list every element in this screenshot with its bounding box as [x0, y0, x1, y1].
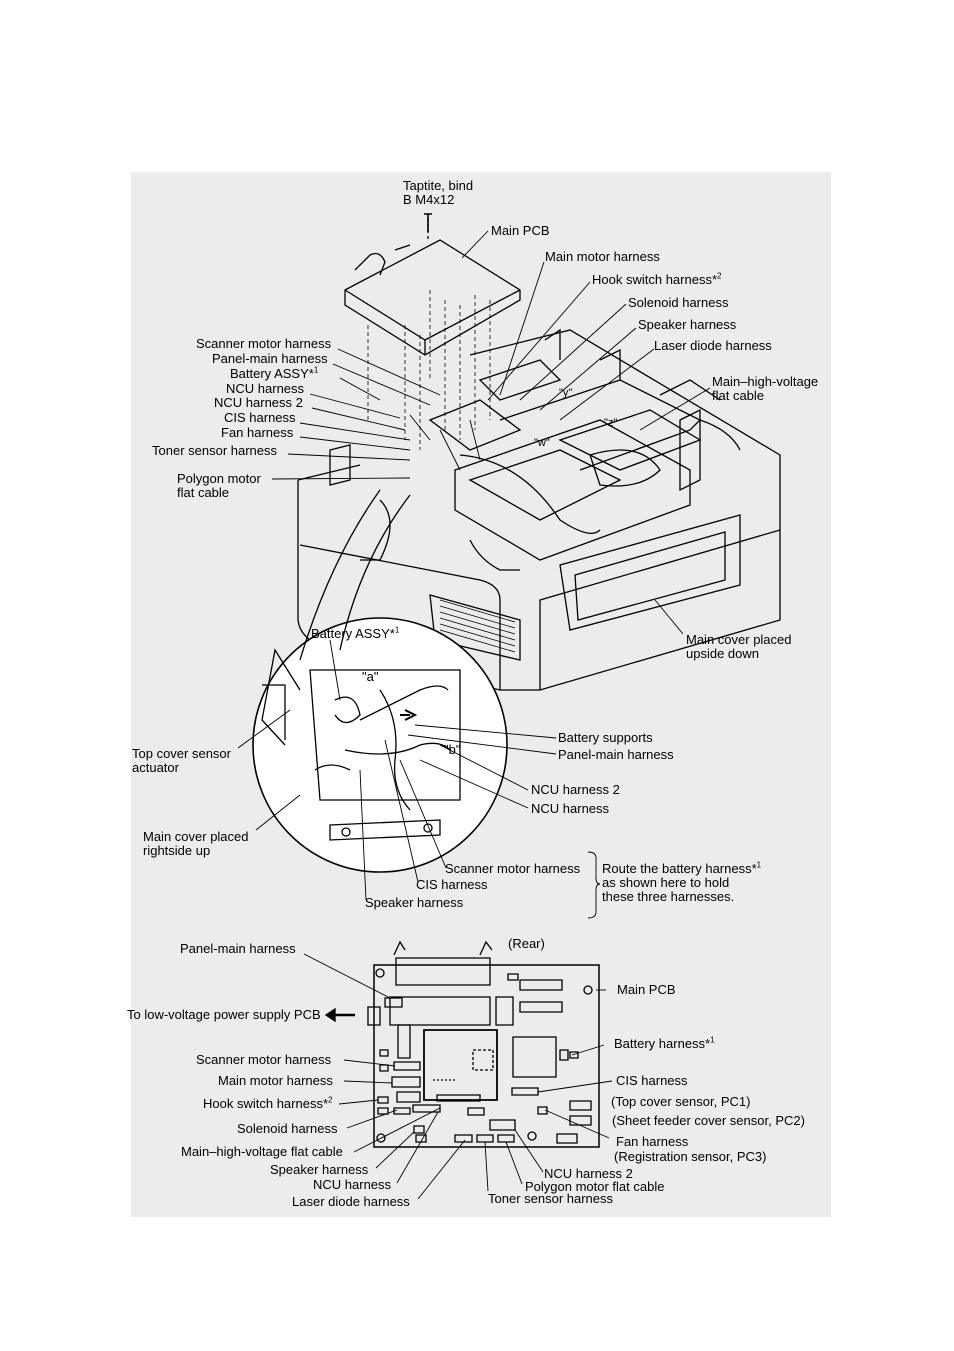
sheet-feeder-cover-sensor-pc2-label: (Sheet feeder cover sensor, PC2) [612, 1113, 805, 1128]
cis-harness-label: CIS harness [224, 410, 296, 425]
detail-ncu-harness-label: NCU harness [531, 801, 610, 816]
route-note-line3: these three harnesses. [602, 889, 735, 904]
detail-battery-assy-label: Battery ASSY*1 [311, 625, 400, 641]
pcb-polygon-motor-flat-cable-label: Polygon motor flat cable [525, 1179, 665, 1194]
top-cover-sensor-pc1-label: (Top cover sensor, PC1) [611, 1094, 751, 1109]
main-cover-down-line1: Main cover placed [686, 632, 792, 647]
point-z-label: "z" [604, 417, 618, 429]
main-motor-harness-label: Main motor harness [545, 249, 660, 264]
fan-harness-label: Fan harness [221, 425, 294, 440]
polygon-motor-line2: flat cable [177, 485, 230, 500]
solenoid-harness-label: Solenoid harness [628, 295, 729, 310]
main-high-voltage-flat-cable-label: Main–high-voltage flat cable [712, 375, 818, 403]
pcb-panel-main-harness-label: Panel-main harness [180, 941, 296, 956]
scanner-motor-harness-label: Scanner motor harness [196, 336, 332, 351]
ncu-harness-label: NCU harness [226, 381, 305, 396]
detail-speaker-harness-label: Speaker harness [365, 895, 464, 910]
route-battery-harness-note: Route the battery harness*1 as shown her… [602, 860, 762, 904]
pcb-main-motor-harness-label: Main motor harness [218, 1073, 333, 1088]
screw-label: Taptite, bind B M4x12 [403, 179, 473, 207]
top-cover-actuator-line2: actuator [132, 760, 179, 775]
pcb-cis-harness-label: CIS harness [616, 1073, 688, 1088]
battery-supports-label: Battery supports [558, 730, 653, 745]
battery-assy-label: Battery ASSY*1 [230, 365, 319, 381]
detail-ncu-harness-2-label: NCU harness 2 [531, 782, 620, 797]
top-leader-lines [271, 230, 711, 635]
pcb-main-pcb-label: Main PCB [617, 982, 676, 997]
detail-cis-harness-label: CIS harness [416, 877, 488, 892]
pcb-ncu-harness-2-label: NCU harness 2 [544, 1166, 633, 1181]
main-pcb-label: Main PCB [491, 223, 550, 238]
detail-leader-lines [237, 639, 601, 919]
polygon-motor-flat-cable-label: Polygon motor flat cable [177, 472, 261, 500]
ncu-harness-2-label: NCU harness 2 [214, 395, 303, 410]
top-cover-actuator-line1: Top cover sensor [132, 746, 231, 761]
detail-scanner-motor-harness-label: Scanner motor harness [445, 861, 581, 876]
pcb-layout-drawing [324, 940, 600, 1148]
route-note-line2: as shown here to hold [602, 875, 730, 890]
point-b-label: "b" [444, 742, 461, 757]
point-a-label: "a" [362, 669, 379, 684]
pcb-scanner-motor-harness-label: Scanner motor harness [196, 1052, 332, 1067]
polygon-motor-line1: Polygon motor [177, 471, 261, 486]
hook-switch-harness-label: Hook switch harness*2 [592, 271, 722, 287]
main-cover-rightside-up-label: Main cover placed rightside up [143, 830, 249, 858]
route-note-line1: Route the battery harness*1 [602, 860, 762, 876]
laser-diode-harness-label: Laser diode harness [654, 338, 772, 353]
pcb-solenoid-harness-label: Solenoid harness [237, 1121, 338, 1136]
pcb-battery-harness-label: Battery harness*1 [614, 1035, 715, 1051]
toner-sensor-harness-label: Toner sensor harness [152, 443, 278, 458]
registration-sensor-pc3-label: (Registration sensor, PC3) [614, 1149, 767, 1164]
pcb-main-high-voltage-flat-cable-label: Main–high-voltage flat cable [181, 1144, 343, 1159]
pcb-hook-switch-harness-label: Hook switch harness*2 [203, 1095, 333, 1111]
main-cover-up-line1: Main cover placed [143, 829, 249, 844]
screw-label-line1: Taptite, bind [403, 178, 474, 193]
pcb-toner-sensor-harness-label: Toner sensor harness [488, 1191, 614, 1206]
main-pcb-board-drawing [344, 213, 521, 450]
main-high-voltage-line2: flat cable [712, 388, 765, 403]
detail-panel-main-harness-label: Panel-main harness [558, 747, 674, 762]
screw-label-line2: B M4x12 [403, 192, 455, 207]
main-high-voltage-line1: Main–high-voltage [712, 374, 819, 389]
panel-main-harness-label: Panel-main harness [212, 351, 328, 366]
speaker-harness-label: Speaker harness [638, 317, 737, 332]
point-y-label: "y" [559, 387, 573, 399]
pcb-laser-diode-harness-label: Laser diode harness [292, 1194, 410, 1209]
pcb-leader-lines [303, 953, 613, 1200]
pcb-speaker-harness-label: Speaker harness [270, 1162, 369, 1177]
main-cover-up-line2: rightside up [143, 843, 211, 858]
pcb-fan-harness-label: Fan harness [616, 1134, 689, 1149]
pcb-ncu-harness-label: NCU harness [313, 1177, 392, 1192]
detail-circle-drawing [252, 489, 508, 873]
rear-label: (Rear) [508, 936, 545, 951]
to-low-voltage-power-supply-label: To low-voltage power supply PCB [127, 1007, 321, 1022]
point-w-label: "w" [534, 437, 550, 449]
printer-body-drawing [297, 328, 781, 691]
main-cover-down-line2: upside down [686, 646, 759, 661]
top-cover-sensor-actuator-label: Top cover sensor actuator [132, 747, 231, 775]
main-cover-upside-down-label: Main cover placed upside down [686, 633, 792, 661]
